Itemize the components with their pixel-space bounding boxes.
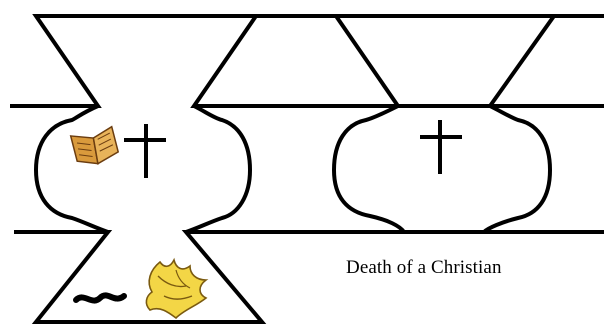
left-figure: [10, 16, 604, 322]
right-upper-funnel-right: [490, 16, 604, 106]
open-book-icon: [70, 126, 119, 167]
dove-icon: [146, 260, 206, 318]
right-upper-funnel: [256, 16, 398, 106]
right-figure: [256, 16, 604, 232]
left-lower-funnel: [14, 232, 604, 322]
cross-icon: [124, 124, 166, 178]
serpent-icon: [76, 295, 124, 300]
caption: Death of a Christian: [346, 257, 502, 279]
left-upper-funnel: [10, 16, 604, 106]
cross-icon: [420, 120, 462, 174]
left-bulb: [36, 106, 250, 232]
